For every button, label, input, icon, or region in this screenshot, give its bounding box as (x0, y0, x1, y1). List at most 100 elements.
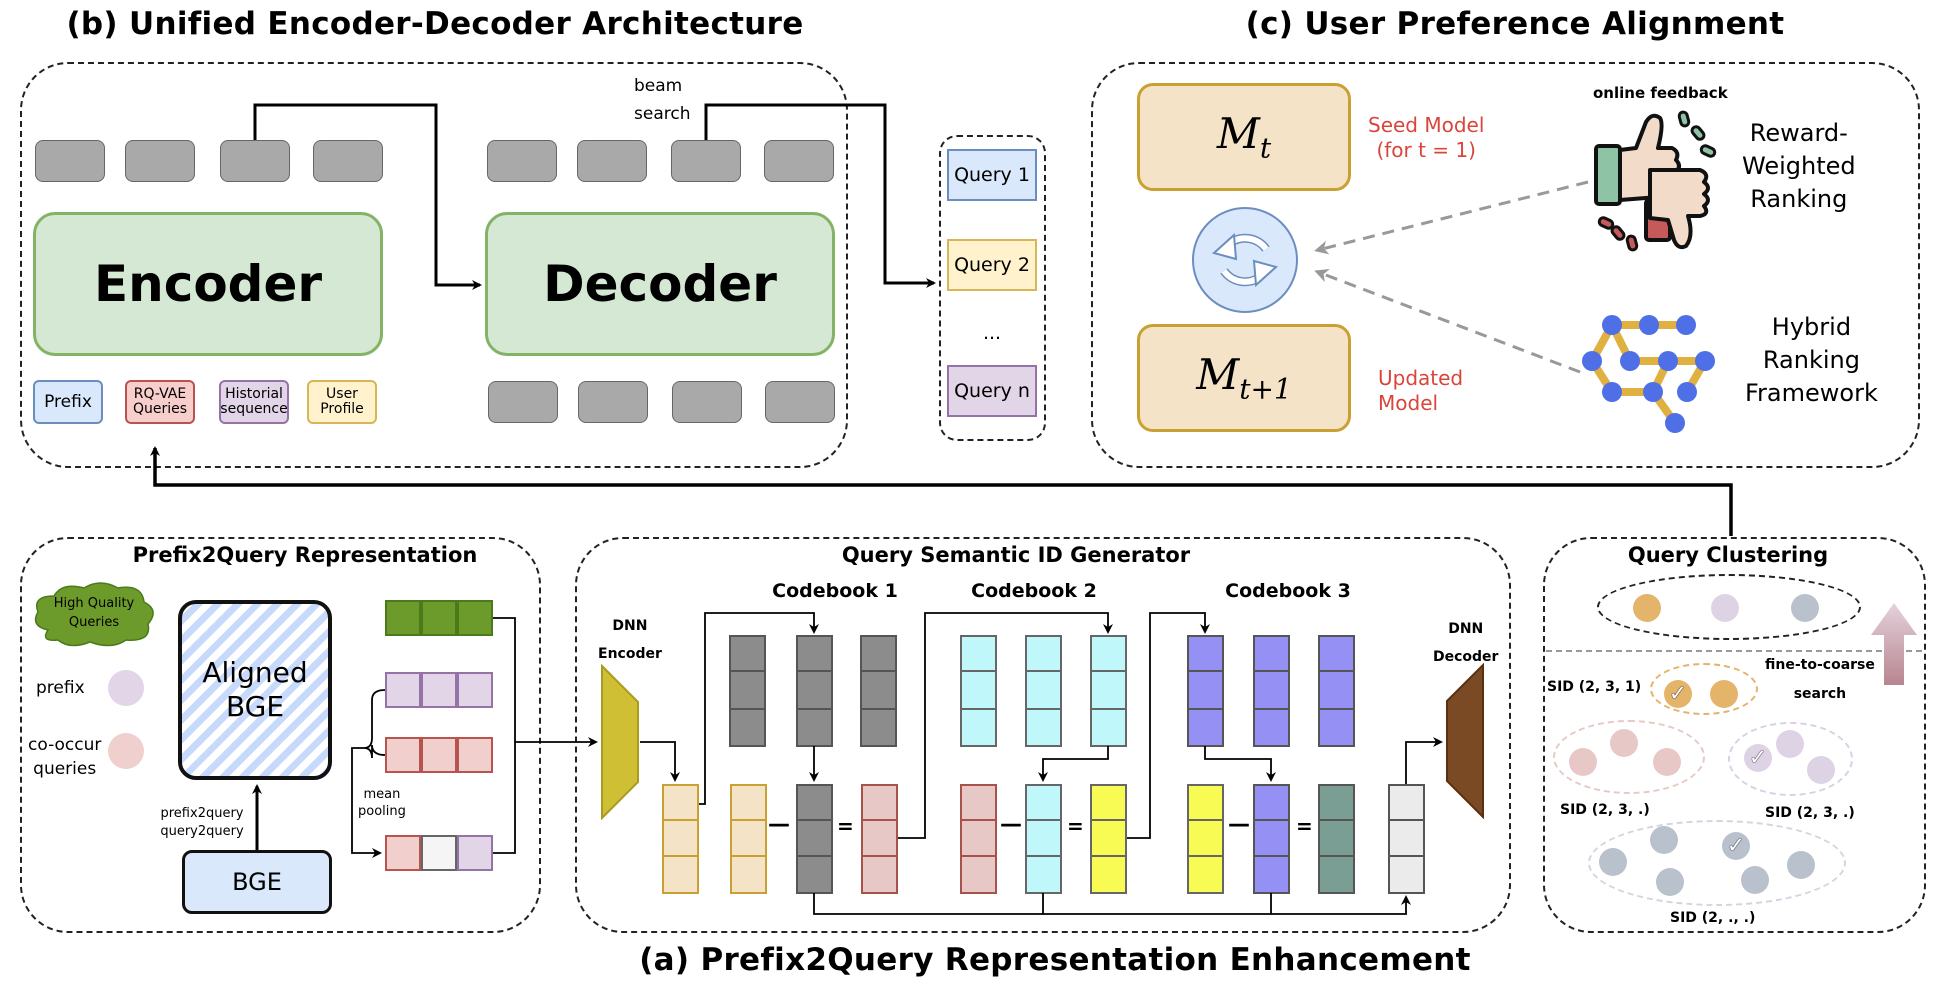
codebook-1-label: Codebook 1 (772, 580, 898, 602)
codebook-vector (860, 635, 897, 747)
dnn-encoder-shape (600, 663, 640, 821)
query-item: Query 1 (947, 149, 1037, 201)
minus-sign: — (1228, 812, 1250, 837)
residual-vector (1187, 784, 1224, 894)
online-feedback-label: online feedback (1593, 84, 1728, 102)
prefix-embedding (385, 672, 493, 708)
codebook-vector (960, 635, 997, 747)
query-dot (1722, 832, 1750, 860)
encoder-token (125, 140, 195, 182)
equals-sign: = (1296, 814, 1313, 838)
input-chip: Historial sequence (219, 380, 289, 424)
model-t1-label: Mt+1 (1196, 350, 1292, 406)
query-dot (1776, 730, 1804, 758)
decoder-input-token (578, 381, 648, 423)
model-t-label: Mt (1216, 109, 1272, 165)
query-dot (1787, 851, 1815, 879)
encoder-token (220, 140, 290, 182)
codebook-2-label: Codebook 2 (971, 580, 1097, 602)
query-dot (1744, 744, 1772, 772)
query-list-panel (939, 135, 1046, 441)
bge-block: BGE (182, 850, 332, 914)
residual-vector (1253, 784, 1290, 894)
minus-sign: — (768, 812, 790, 837)
prefix2query-title: Prefix2Query Representation (132, 543, 478, 567)
input-chip: RQ-VAE Queries (125, 380, 195, 424)
check-icon: ✓ (1668, 681, 1688, 707)
encoder-label: Encoder (93, 255, 323, 313)
equals-sign: = (1067, 814, 1084, 838)
query-dot (1710, 680, 1738, 708)
query-dot (1599, 848, 1627, 876)
encoder-token (313, 140, 383, 182)
updated-model-box: Mt+1 (1137, 324, 1351, 432)
query-dot (1610, 729, 1638, 757)
coarse-cluster-ellipse (1597, 574, 1861, 640)
query-ellipsis: ... (982, 322, 1002, 344)
legend-prefix-dot (108, 670, 144, 706)
decoder-output-token (577, 140, 647, 182)
sid-label: SID (2, 3, .) (1765, 805, 1855, 821)
pooled-embedding (385, 835, 493, 871)
network-graph-icon (1580, 305, 1730, 435)
section-b-title: (b) Unified Encoder-Decoder Architecture (66, 6, 804, 42)
input-chip: Prefix (33, 380, 103, 424)
codebook-vector (1318, 635, 1355, 747)
sid-2xx-cluster (1588, 820, 1846, 906)
sid-23x-cluster (1553, 720, 1705, 794)
query-dot (1791, 594, 1819, 622)
clustering-title: Query Clustering (1627, 543, 1829, 567)
query-dot (1656, 868, 1684, 896)
prefix2query-panel (20, 537, 541, 933)
sid-label: SID (2, 3, .) (1560, 802, 1650, 818)
minus-sign: — (1000, 812, 1022, 837)
check-icon: ✓ (1748, 745, 1768, 771)
search-text: search (634, 104, 691, 124)
thumbs-up-down-icon (1590, 108, 1730, 253)
query-dot (1633, 594, 1661, 622)
decoder-block: Decoder (485, 212, 835, 356)
refresh-cycle-icon (1190, 205, 1300, 315)
sid-23x-cluster (1728, 722, 1853, 796)
query-dot (1741, 866, 1769, 894)
codebook-vector (1090, 635, 1127, 747)
residual-vector (1025, 784, 1062, 894)
legend-prefix-label: prefix (36, 678, 85, 698)
decoder-input-token (488, 381, 558, 423)
dnn-decoder-shape (1445, 662, 1485, 820)
codebook-vector (796, 635, 833, 747)
codebook-vector (1187, 635, 1224, 747)
decoder-output-token (487, 140, 557, 182)
query-item: Query 2 (947, 239, 1037, 291)
query-dot (1569, 748, 1597, 776)
sid-231-cluster (1650, 663, 1758, 715)
decoder-input-token (672, 381, 742, 423)
fine-to-coarse-arrow-icon (1870, 603, 1918, 685)
input-chip: User Profile (307, 380, 377, 424)
decoder-input-token (765, 381, 835, 423)
equals-sign: = (837, 814, 854, 838)
residual-vector (796, 784, 833, 894)
codebook-vector (1025, 635, 1062, 747)
decoder-output-token (671, 140, 741, 182)
residual-vector (1318, 784, 1355, 894)
level-divider (1546, 650, 1922, 652)
query-dot (1807, 756, 1835, 784)
decoder-output-token (764, 140, 834, 182)
residual-vector (1388, 784, 1425, 894)
residual-vector (960, 784, 997, 894)
sid-label: SID (2, 3, 1) (1547, 679, 1642, 695)
residual-vector (1090, 784, 1127, 894)
query-semantic-id-panel (575, 537, 1511, 933)
cooccur-embedding (385, 737, 493, 773)
encoder-token (35, 140, 105, 182)
query-clustering-panel (1543, 537, 1926, 933)
check-icon: ✓ (1726, 833, 1746, 859)
residual-vector (662, 784, 699, 894)
